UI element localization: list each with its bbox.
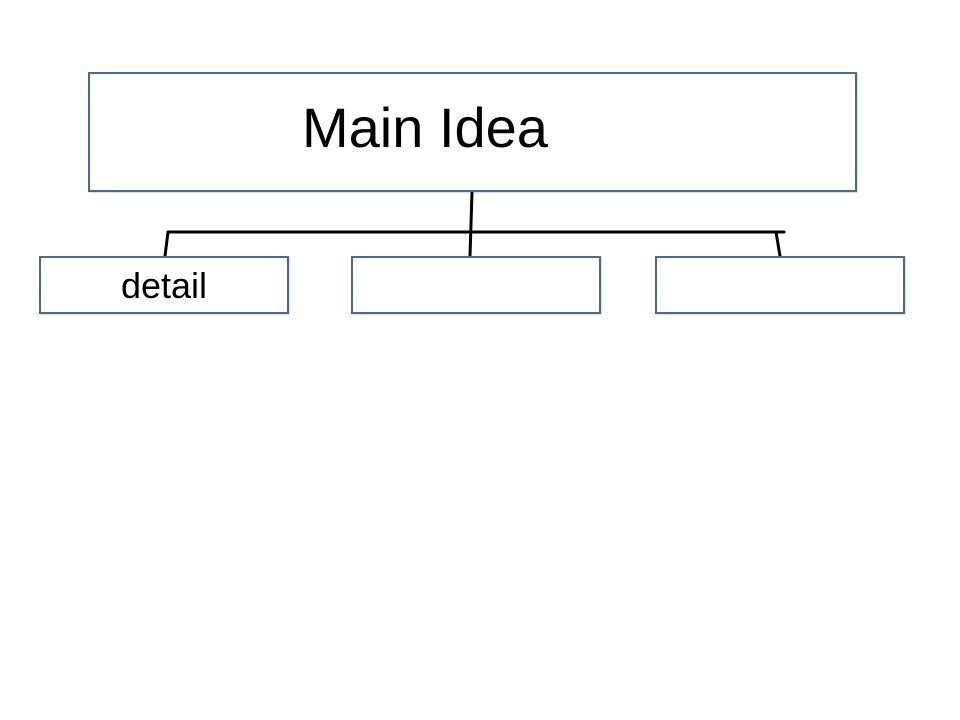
- detail-label-1: detail: [120, 265, 208, 306]
- detail-box-3: [655, 256, 905, 314]
- detail-box-1: detail: [39, 256, 289, 314]
- connector-branch-right: [774, 230, 782, 258]
- main-idea-box: Main Idea: [88, 72, 857, 192]
- detail-box-2: [351, 256, 601, 314]
- main-idea-label: Main Idea: [302, 96, 548, 159]
- connector-branch-left: [163, 230, 170, 258]
- connector-trunk: [468, 190, 474, 258]
